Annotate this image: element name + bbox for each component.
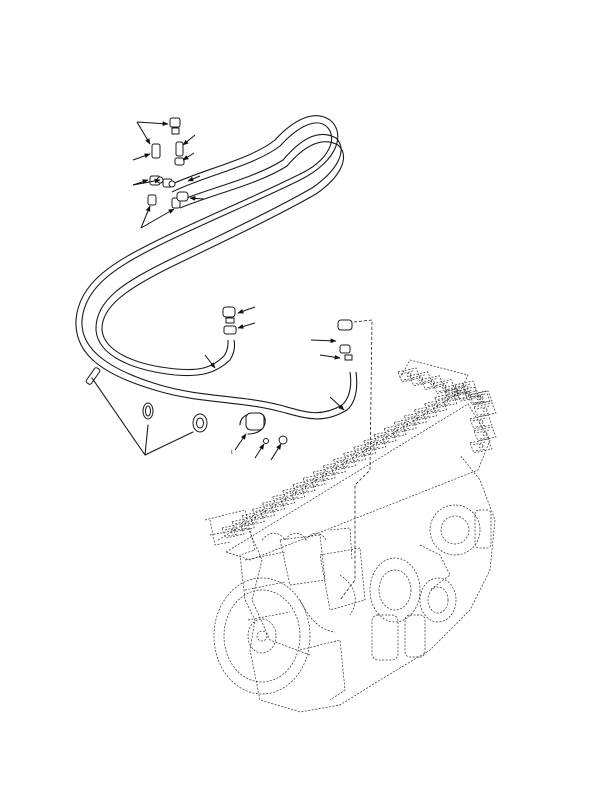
callout-arrows-upper — [132, 121, 205, 229]
chain-segment — [332, 455, 356, 471]
chain-segment — [363, 436, 387, 452]
chain-segment — [221, 523, 245, 539]
chain-segment — [353, 442, 377, 458]
chain-segment — [403, 411, 427, 427]
chain-segment — [251, 504, 275, 520]
chain-segment — [397, 367, 421, 383]
chain-segment — [434, 393, 458, 408]
chain-segment — [420, 375, 444, 391]
chain-segment — [241, 511, 265, 526]
leader-line — [339, 319, 373, 601]
chain-segment — [292, 480, 316, 495]
chain-segment — [231, 517, 255, 533]
upper-fittings-cluster — [147, 117, 189, 209]
chain-segment — [414, 405, 437, 421]
chain-segment — [393, 417, 417, 433]
chain-segment — [424, 399, 448, 415]
chain-segment — [282, 486, 306, 502]
chain-segment — [302, 473, 326, 489]
chain-segment — [455, 386, 479, 402]
valve-cover-chain — [217, 359, 497, 561]
clamps — [85, 367, 288, 456]
chain-segment — [383, 424, 407, 439]
engine — [204, 359, 497, 713]
chain-segment — [343, 448, 367, 464]
chain-segment — [467, 390, 491, 406]
callout-arrows-clamps — [234, 433, 282, 461]
chain-rail — [217, 359, 491, 561]
chain-segment — [409, 371, 433, 387]
chain-segment — [469, 438, 493, 454]
hose-assembly — [75, 115, 358, 420]
chain-segment — [444, 382, 468, 398]
chain-segment — [312, 467, 336, 483]
chain-segment — [454, 380, 478, 396]
middle-fittings — [222, 306, 353, 361]
chain-segment — [473, 402, 497, 418]
chain-segment — [322, 461, 346, 477]
callout-mark: I — [231, 450, 233, 456]
chain-segment — [469, 414, 493, 430]
chain-segment — [272, 492, 296, 508]
chain-segment — [262, 498, 285, 514]
callout-arrows-middle — [204, 306, 345, 411]
chain-segment — [473, 426, 497, 442]
chain-segment — [373, 430, 397, 446]
chain-segment — [432, 379, 456, 394]
chain-segment — [469, 390, 493, 406]
